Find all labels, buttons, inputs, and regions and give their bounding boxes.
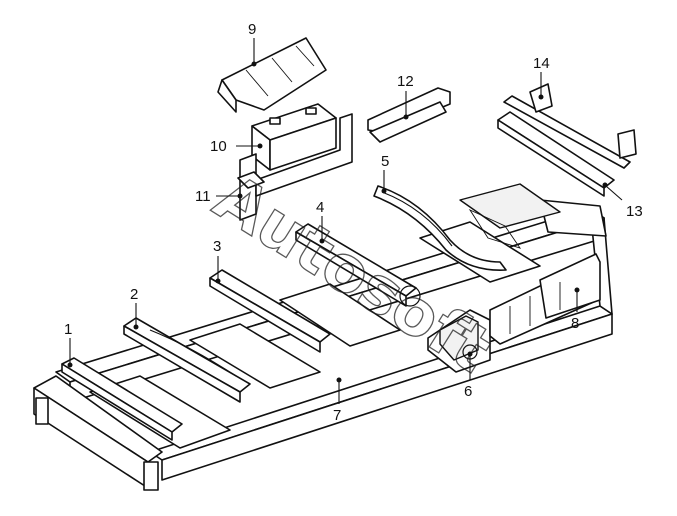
callout-3: 3: [213, 238, 221, 284]
part-3-crossmember: [209, 269, 331, 353]
callout-label-11: 11: [195, 188, 211, 205]
callout-13: 13: [602, 182, 643, 220]
callout-7: 7: [333, 377, 342, 424]
callout-label-12: 12: [397, 73, 414, 90]
callout-2: 2: [130, 286, 139, 330]
callout-label-4: 4: [316, 199, 324, 216]
part-11-battery-bracket: [237, 113, 353, 221]
callout-9: 9: [248, 21, 257, 67]
part-5-curved-crossmember: [373, 185, 507, 271]
part-6-bracket-housing: [427, 309, 491, 373]
callout-5: 5: [381, 153, 389, 194]
part-1-front-crossmember: [61, 357, 183, 441]
callout-label-10: 10: [210, 138, 227, 155]
frame-front-end: [33, 375, 163, 491]
callout-label-6: 6: [464, 383, 472, 400]
callout-8: 8: [571, 287, 580, 332]
callout-12: 12: [397, 73, 414, 120]
part-13-rear-crossbar: [497, 111, 615, 197]
part-9-battery-cover: [217, 37, 327, 113]
callout-11: 11: [195, 188, 243, 205]
part-4-crossmember: [295, 223, 421, 307]
part-2-crossmember: [123, 317, 251, 403]
callout-label-5: 5: [381, 153, 389, 170]
callout-1: 1: [64, 321, 73, 368]
callout-6: 6: [464, 351, 473, 400]
callout-label-3: 3: [213, 238, 221, 255]
callout-label-13: 13: [626, 203, 643, 220]
callout-label-7: 7: [333, 407, 341, 424]
callout-14: 14: [533, 55, 550, 100]
callout-label-2: 2: [130, 286, 138, 303]
callout-10: 10: [210, 138, 263, 155]
callout-label-9: 9: [248, 21, 256, 38]
part-8-tank-box: [489, 253, 601, 345]
callout-label-14: 14: [533, 55, 550, 72]
callout-label-1: 1: [64, 321, 72, 338]
part-12-mounting-plate: [367, 87, 451, 143]
callout-4: 4: [316, 199, 325, 244]
callout-label-8: 8: [571, 315, 579, 332]
